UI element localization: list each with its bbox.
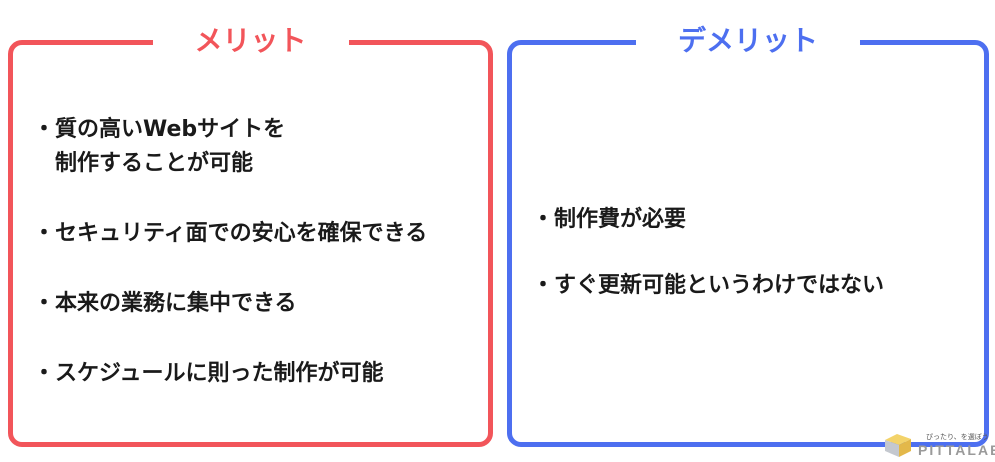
demerit-item-text: 制作費が必要	[554, 207, 687, 232]
pittalab-logo: ぴったり、を選ぼう PITTALAB	[880, 424, 995, 462]
demerit-item-text: すぐ更新可能というわけではない	[554, 273, 885, 298]
bullet: ・	[532, 273, 555, 298]
bullet: ・	[33, 291, 56, 316]
bullet: ・	[33, 221, 56, 246]
merit-item-text: 質の高いWebサイトを 制作することが可能	[55, 117, 286, 176]
merit-item-text: 本来の業務に集中できる	[55, 291, 297, 316]
demerit-panel: デメリット ・制作費が必要 ・すぐ更新可能というわけではない	[507, 23, 989, 447]
merit-title: メリット	[152, 23, 349, 59]
pittalab-logo-icon	[885, 434, 911, 457]
merit-panel: メリット ・質の高いWebサイトを 制作することが可能 ・セキュリティ面での安心…	[8, 23, 493, 447]
demerit-list: ・制作費が必要 ・すぐ更新可能というわけではない	[532, 203, 978, 335]
demerit-item: ・制作費が必要	[532, 203, 978, 237]
merit-item: ・セキュリティ面での安心を確保できる	[33, 217, 482, 251]
merit-item: ・スケジュールに則った制作が可能	[33, 357, 482, 391]
merit-item-text: セキュリティ面での安心を確保できる	[55, 221, 428, 246]
logo-tagline: ぴったり、を選ぼう	[926, 433, 989, 441]
merit-list: ・質の高いWebサイトを 制作することが可能 ・セキュリティ面での安心を確保でき…	[33, 113, 482, 427]
merit-item-text: スケジュールに則った制作が可能	[55, 361, 384, 386]
bullet: ・	[532, 207, 555, 232]
logo-name: PITTALAB	[918, 442, 995, 458]
bullet: ・	[33, 117, 56, 142]
merit-item: ・本来の業務に集中できる	[33, 287, 482, 321]
demerit-item: ・すぐ更新可能というわけではない	[532, 269, 978, 303]
demerit-title: デメリット	[635, 23, 861, 59]
bullet: ・	[33, 361, 56, 386]
merit-item: ・質の高いWebサイトを 制作することが可能	[33, 113, 482, 181]
